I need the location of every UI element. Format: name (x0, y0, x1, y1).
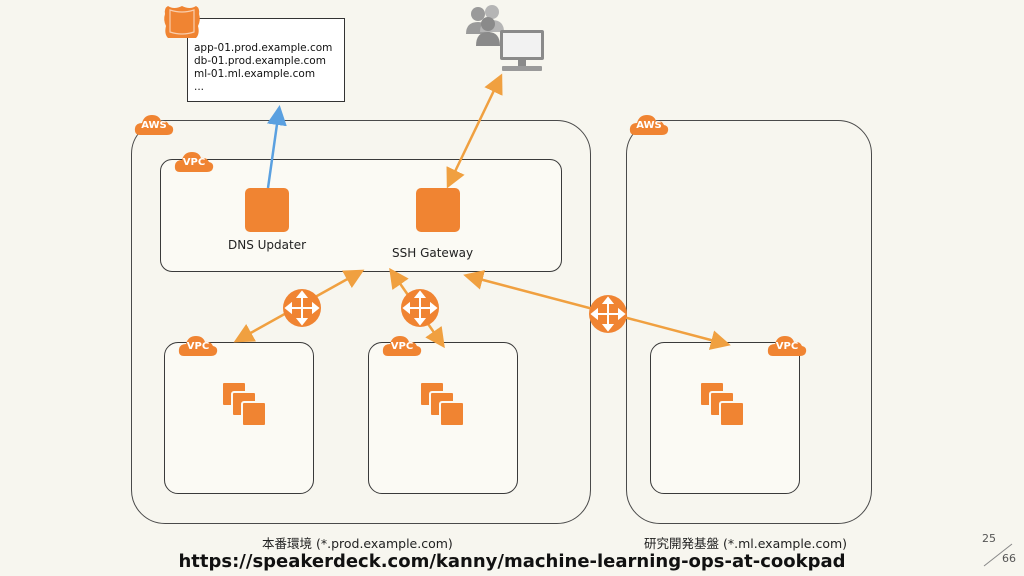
router-icon (401, 289, 439, 327)
dns-record-line: ml-01.ml.example.com (194, 68, 316, 80)
instances-icon (699, 381, 745, 427)
vpc-badge-ml: VPC (767, 333, 807, 357)
route53-shield-icon (164, 6, 200, 38)
vpc-badge-sub1: VPC (178, 333, 218, 357)
router-icon (589, 295, 627, 333)
user-ssh-arrow (446, 73, 503, 189)
ml-env-caption: 研究開発基盤 (*.ml.example.com) (644, 536, 848, 551)
vpc-badge-label: VPC (186, 341, 210, 352)
dns-update-arrow (266, 105, 287, 189)
prod-vpc-1 (164, 342, 314, 494)
dns-updater-label: DNS Updater (228, 238, 307, 252)
page-current: 25 (982, 532, 996, 545)
vpc-badge-main: VPC (174, 149, 214, 173)
page-total: 66 (1002, 552, 1016, 565)
dns-record-line: db-01.prod.example.com (194, 55, 326, 67)
vpc-badge-label: VPC (182, 157, 206, 168)
dns-updater-icon (245, 188, 289, 232)
instances-icon (221, 381, 267, 427)
prod-env-caption: 本番環境 (*.prod.example.com) (262, 536, 453, 551)
dns-records-note: app-01.prod.example.com db-01.prod.examp… (187, 18, 345, 102)
dns-record-line: app-01.prod.example.com (194, 42, 333, 54)
users-icon (466, 5, 504, 46)
aws-badge-prod: AWS (134, 112, 174, 136)
ssh-gateway-label: SSH Gateway (392, 246, 474, 260)
computer-icon (500, 30, 544, 71)
vpc-badge-label: VPC (775, 341, 799, 352)
ssh-gateway-icon (416, 188, 460, 232)
page-divider (983, 543, 1013, 567)
aws-badge-label: AWS (141, 120, 167, 131)
instances-icon (419, 381, 465, 427)
router-icon (283, 289, 321, 327)
aws-badge-label: AWS (636, 120, 662, 131)
dns-record-line: ... (194, 81, 205, 93)
aws-badge-ml: AWS (629, 112, 669, 136)
slide-url: https://speakerdeck.com/kanny/machine-le… (178, 551, 846, 572)
